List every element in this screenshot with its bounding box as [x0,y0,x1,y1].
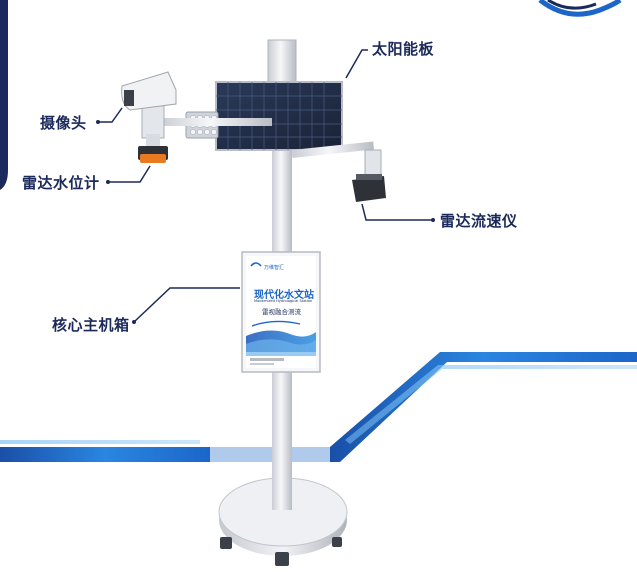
radar-level-meter [138,134,168,163]
label-radar-level-meter: 雷达水位计 [22,174,100,192]
cabinet-tagline: 雷视融合测流 [262,308,301,316]
flow-radar-assembly [291,141,386,202]
left-border-accent [0,0,8,190]
corner-logo-arc [538,0,622,17]
label-main-cabinet: 核心主机箱 [52,316,130,334]
background-stripe [0,352,637,462]
label-solar-panel: 太阳能板 [372,40,435,58]
label-radar-flow-meter: 雷达流速仪 [440,212,518,230]
cabinet-brand: 万维智汇 [264,265,285,271]
leader-lines [98,49,433,323]
round-base [218,477,348,566]
main-cabinet [241,251,321,373]
cabinet-subtitle: Modernized Hydrological Station [254,299,313,303]
solar-panel [215,81,343,151]
label-camera: 摄像头 [40,114,87,132]
cabinet-title: 现代化水文站 [254,290,314,301]
